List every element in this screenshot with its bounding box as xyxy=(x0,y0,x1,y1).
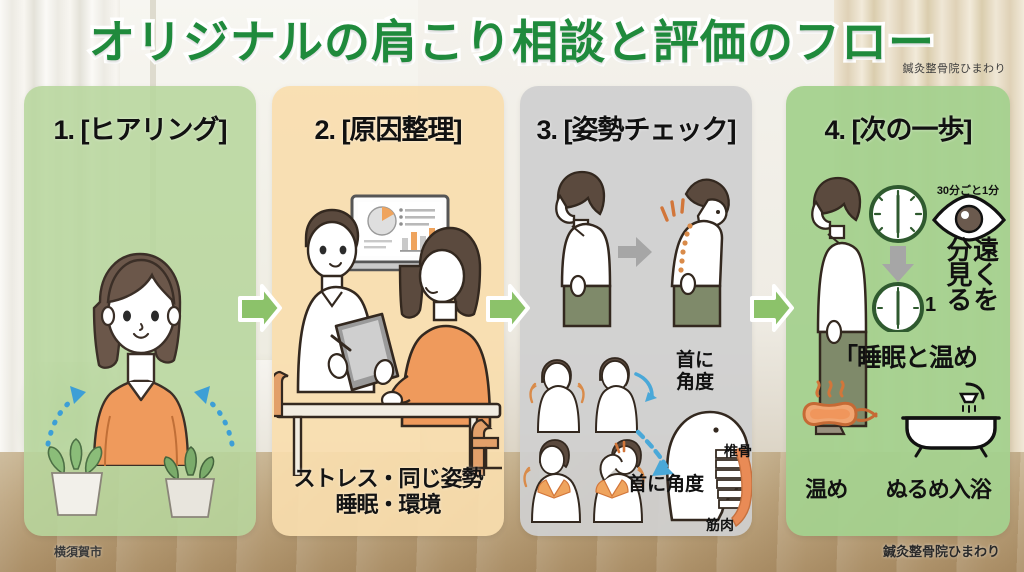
hot-pack-icon xyxy=(801,380,877,427)
svg-text:角度: 角度 xyxy=(676,370,715,393)
label-neck-angle-2: 首に角度 xyxy=(628,472,705,495)
panel-1-heading: 1. [ヒアリング] xyxy=(53,115,227,145)
standing-person-illustration xyxy=(792,168,870,438)
label-muscle: 筋肉 xyxy=(706,517,734,533)
minute-number: 1 xyxy=(925,294,937,316)
bathtub-label: ぬるめ入浴 xyxy=(885,477,992,502)
panel-2-caption-line2: 睡眠・環境 xyxy=(335,492,441,518)
advice-column-left: 分見る xyxy=(943,236,973,311)
advice-column-right: 遠くを xyxy=(969,236,1000,311)
panel-cause-analysis[interactable]: 2. [原因整理] xyxy=(272,86,504,536)
panel-hearing[interactable]: 1. [ヒアリング] xyxy=(24,86,256,536)
woman-shoulders-illustration xyxy=(24,236,256,468)
flow-arrow-1 xyxy=(238,282,282,334)
panel-4-heading: 4. [次の一歩] xyxy=(824,115,972,145)
down-arrow-icon xyxy=(882,246,914,282)
posture-comparison-illustration xyxy=(520,164,752,344)
page-title-text: オリジナルの肩こり相談と評価のフロー xyxy=(86,13,938,72)
page-title: オリジナルの肩こり相談と評価のフロー xyxy=(0,8,1024,72)
potted-plants-decor xyxy=(32,411,248,526)
bathtub-icon xyxy=(900,382,1001,458)
clock-interval-icons xyxy=(866,184,930,334)
advice-vertical-text: 遠くを 分見る xyxy=(932,236,1010,311)
neck-angle-diagram: 首に 角度 首に角度 椎骨 筋肉 xyxy=(520,344,752,534)
panel-posture-check[interactable]: 3. [姿勢チェック] xyxy=(520,86,752,536)
label-vertebra: 椎骨 xyxy=(723,443,752,459)
panel-2-caption: ストレス・同じ姿勢 睡眠・環境 xyxy=(272,466,504,518)
panel-next-step[interactable]: 4. [次の一歩] xyxy=(786,86,1010,536)
panel-2-heading: 2. [原因整理] xyxy=(314,115,462,145)
flow-arrow-2 xyxy=(486,282,530,334)
sleep-and-warmth-line: 「睡眠と温め xyxy=(832,344,978,372)
brand-caption-bottom: 鍼灸整骨院ひまわり xyxy=(882,544,1000,559)
hot-pack-label: 温め xyxy=(805,477,848,502)
eye-icon xyxy=(928,182,1010,242)
care-icons-row xyxy=(786,378,1010,474)
consultation-illustration xyxy=(272,176,504,478)
interval-label: 30分ごと1分 xyxy=(936,185,1000,197)
label-neck-angle-1: 首に xyxy=(676,348,714,371)
brand-label-top: 鍼灸整骨院ひまわり xyxy=(902,63,1006,75)
care-labels-row: 温め ぬるめ入浴 xyxy=(786,472,1010,504)
flow-arrow-3 xyxy=(750,282,794,334)
panel-3-heading: 3. [姿勢チェック] xyxy=(536,115,736,145)
city-caption: 横須賀市 xyxy=(54,545,103,559)
clock-icon-2 xyxy=(872,282,924,334)
clock-icon-1 xyxy=(869,185,927,243)
panel-2-caption-line1: ストレス・同じ姿勢 xyxy=(293,466,483,492)
